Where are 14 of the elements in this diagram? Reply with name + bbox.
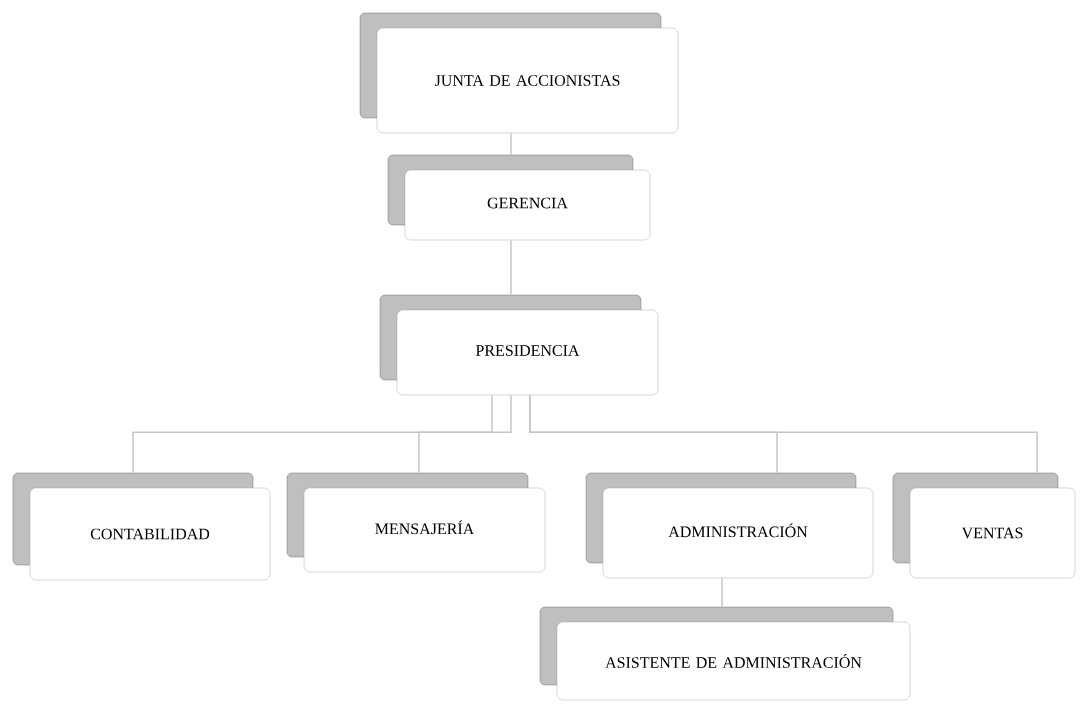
org-chart-box: GERENCIA — [387, 154, 651, 241]
org-chart-box: PRESIDENCIA — [379, 294, 659, 396]
connector-line — [132, 394, 493, 474]
connector-line — [510, 239, 512, 296]
connector-line — [510, 132, 512, 156]
org-chart-box: ADMINISTRACIÓN — [585, 472, 874, 579]
connector-line — [721, 577, 723, 608]
connector-line — [529, 394, 1038, 474]
org-chart-box: JUNTA DE ACCIONISTAS — [359, 12, 679, 134]
org-chart-box: ASISTENTE DE ADMINISTRACIÓN — [539, 606, 911, 701]
org-chart-box: MENSAJERÍA — [286, 472, 546, 573]
org-chart-box: VENTAS — [892, 472, 1076, 579]
connector-line — [418, 394, 512, 474]
org-chart-box: CONTABILIDAD — [12, 472, 271, 581]
